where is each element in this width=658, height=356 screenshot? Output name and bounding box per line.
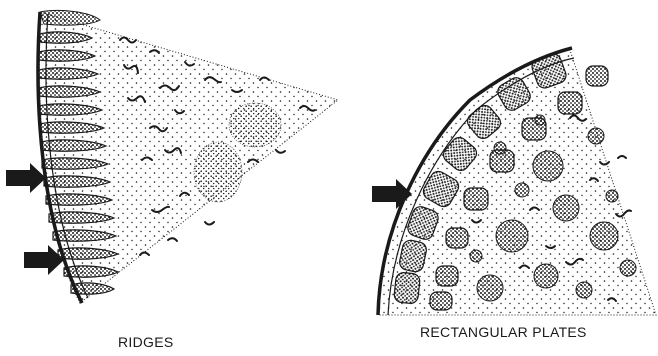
ridges-caption: RIDGES — [118, 334, 173, 350]
ridges-diagram — [6, 10, 338, 303]
ridges-top-band — [40, 10, 100, 25]
rectangular-plates-caption: RECTANGULAR PLATES — [420, 324, 587, 340]
ridges-granule-cluster — [229, 103, 281, 147]
rectangular-plates-diagram — [372, 48, 656, 315]
right-arrow-icon — [6, 163, 46, 193]
ridges-granule-cluster — [194, 142, 242, 202]
